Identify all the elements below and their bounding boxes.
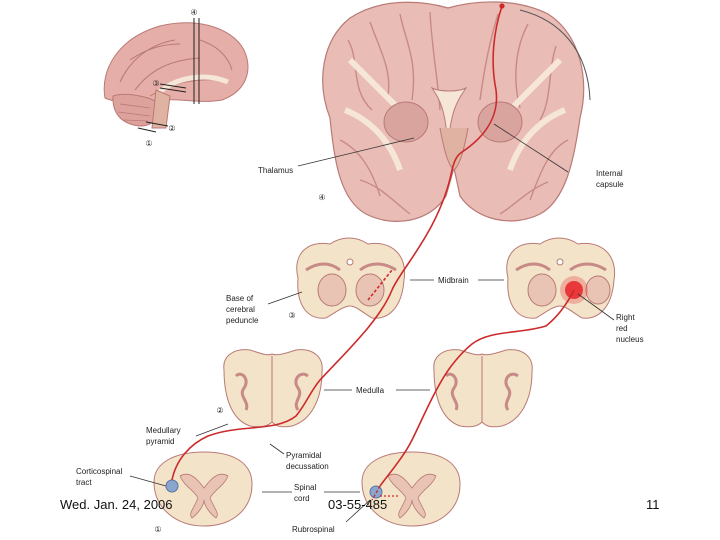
label-base-peduncle-line1: Base of	[226, 294, 254, 303]
rubrospinal-tract-path	[379, 289, 575, 487]
sagittal-level-markers: ④ ③ ② ①	[145, 8, 197, 148]
footer-course-code: 03-55-485	[328, 497, 388, 512]
sagittal-level-4: ④	[190, 8, 197, 17]
sagittal-level-2: ②	[168, 124, 175, 133]
label-pyramidal-decussation-line1: Pyramidal	[286, 451, 322, 460]
spinal-level-marker: ①	[154, 525, 161, 534]
label-thalamus: Thalamus	[258, 166, 293, 175]
midbrain-section-left	[296, 237, 406, 319]
structure-labels: Thalamus Internal capsule Midbrain Base …	[76, 166, 644, 534]
label-red-nucleus-line1: Right	[616, 313, 635, 322]
label-spinal-cord-line2: cord	[294, 494, 310, 503]
label-base-peduncle-line3: peduncle	[226, 316, 259, 325]
sagittal-level-1: ①	[145, 139, 152, 148]
label-medullary-pyramid-line1: Medullary	[146, 426, 181, 435]
midbrain-level-marker: ③	[288, 311, 295, 320]
label-midbrain: Midbrain	[438, 276, 469, 285]
spinal-cord-section-right	[361, 451, 461, 527]
footer-page-number: 11	[646, 497, 660, 512]
label-spinal-cord-line1: Spinal	[294, 483, 316, 492]
label-medullary-pyramid-line2: pyramid	[146, 437, 174, 446]
label-red-nucleus-line3: nucleus	[616, 335, 644, 344]
label-red-nucleus-line2: red	[616, 324, 628, 333]
label-base-peduncle-line2: cerebral	[226, 305, 255, 314]
label-pyramidal-decussation-line2: decussation	[286, 462, 329, 471]
label-corticospinal-tract-line1: Corticospinal	[76, 467, 122, 476]
footer-date: Wed. Jan. 24, 2006	[60, 497, 173, 512]
medulla-level-marker: ②	[216, 406, 223, 415]
medulla-section-left	[223, 349, 323, 428]
label-corticospinal-tract-line2: tract	[76, 478, 92, 487]
midbrain-section-right	[506, 237, 616, 319]
label-medulla: Medulla	[356, 386, 385, 395]
label-rubrospinal: Rubrospinal	[292, 525, 335, 534]
sagittal-level-3: ③	[152, 79, 159, 88]
label-internal-capsule-line1: Internal	[596, 169, 623, 178]
sagittal-brain-illustration	[103, 22, 249, 129]
spinal-cord-section-left	[153, 451, 253, 527]
corticospinal-tract-path	[171, 5, 503, 481]
sagittal-level-lines	[137, 18, 200, 133]
leader-lines	[129, 123, 615, 523]
medulla-section-right	[433, 349, 533, 428]
label-internal-capsule-line2: capsule	[596, 180, 624, 189]
section-level-markers: ④ ③ ② ①	[154, 193, 325, 534]
coronal-level-marker: ④	[318, 193, 325, 202]
coronal-brain-section	[322, 1, 591, 222]
